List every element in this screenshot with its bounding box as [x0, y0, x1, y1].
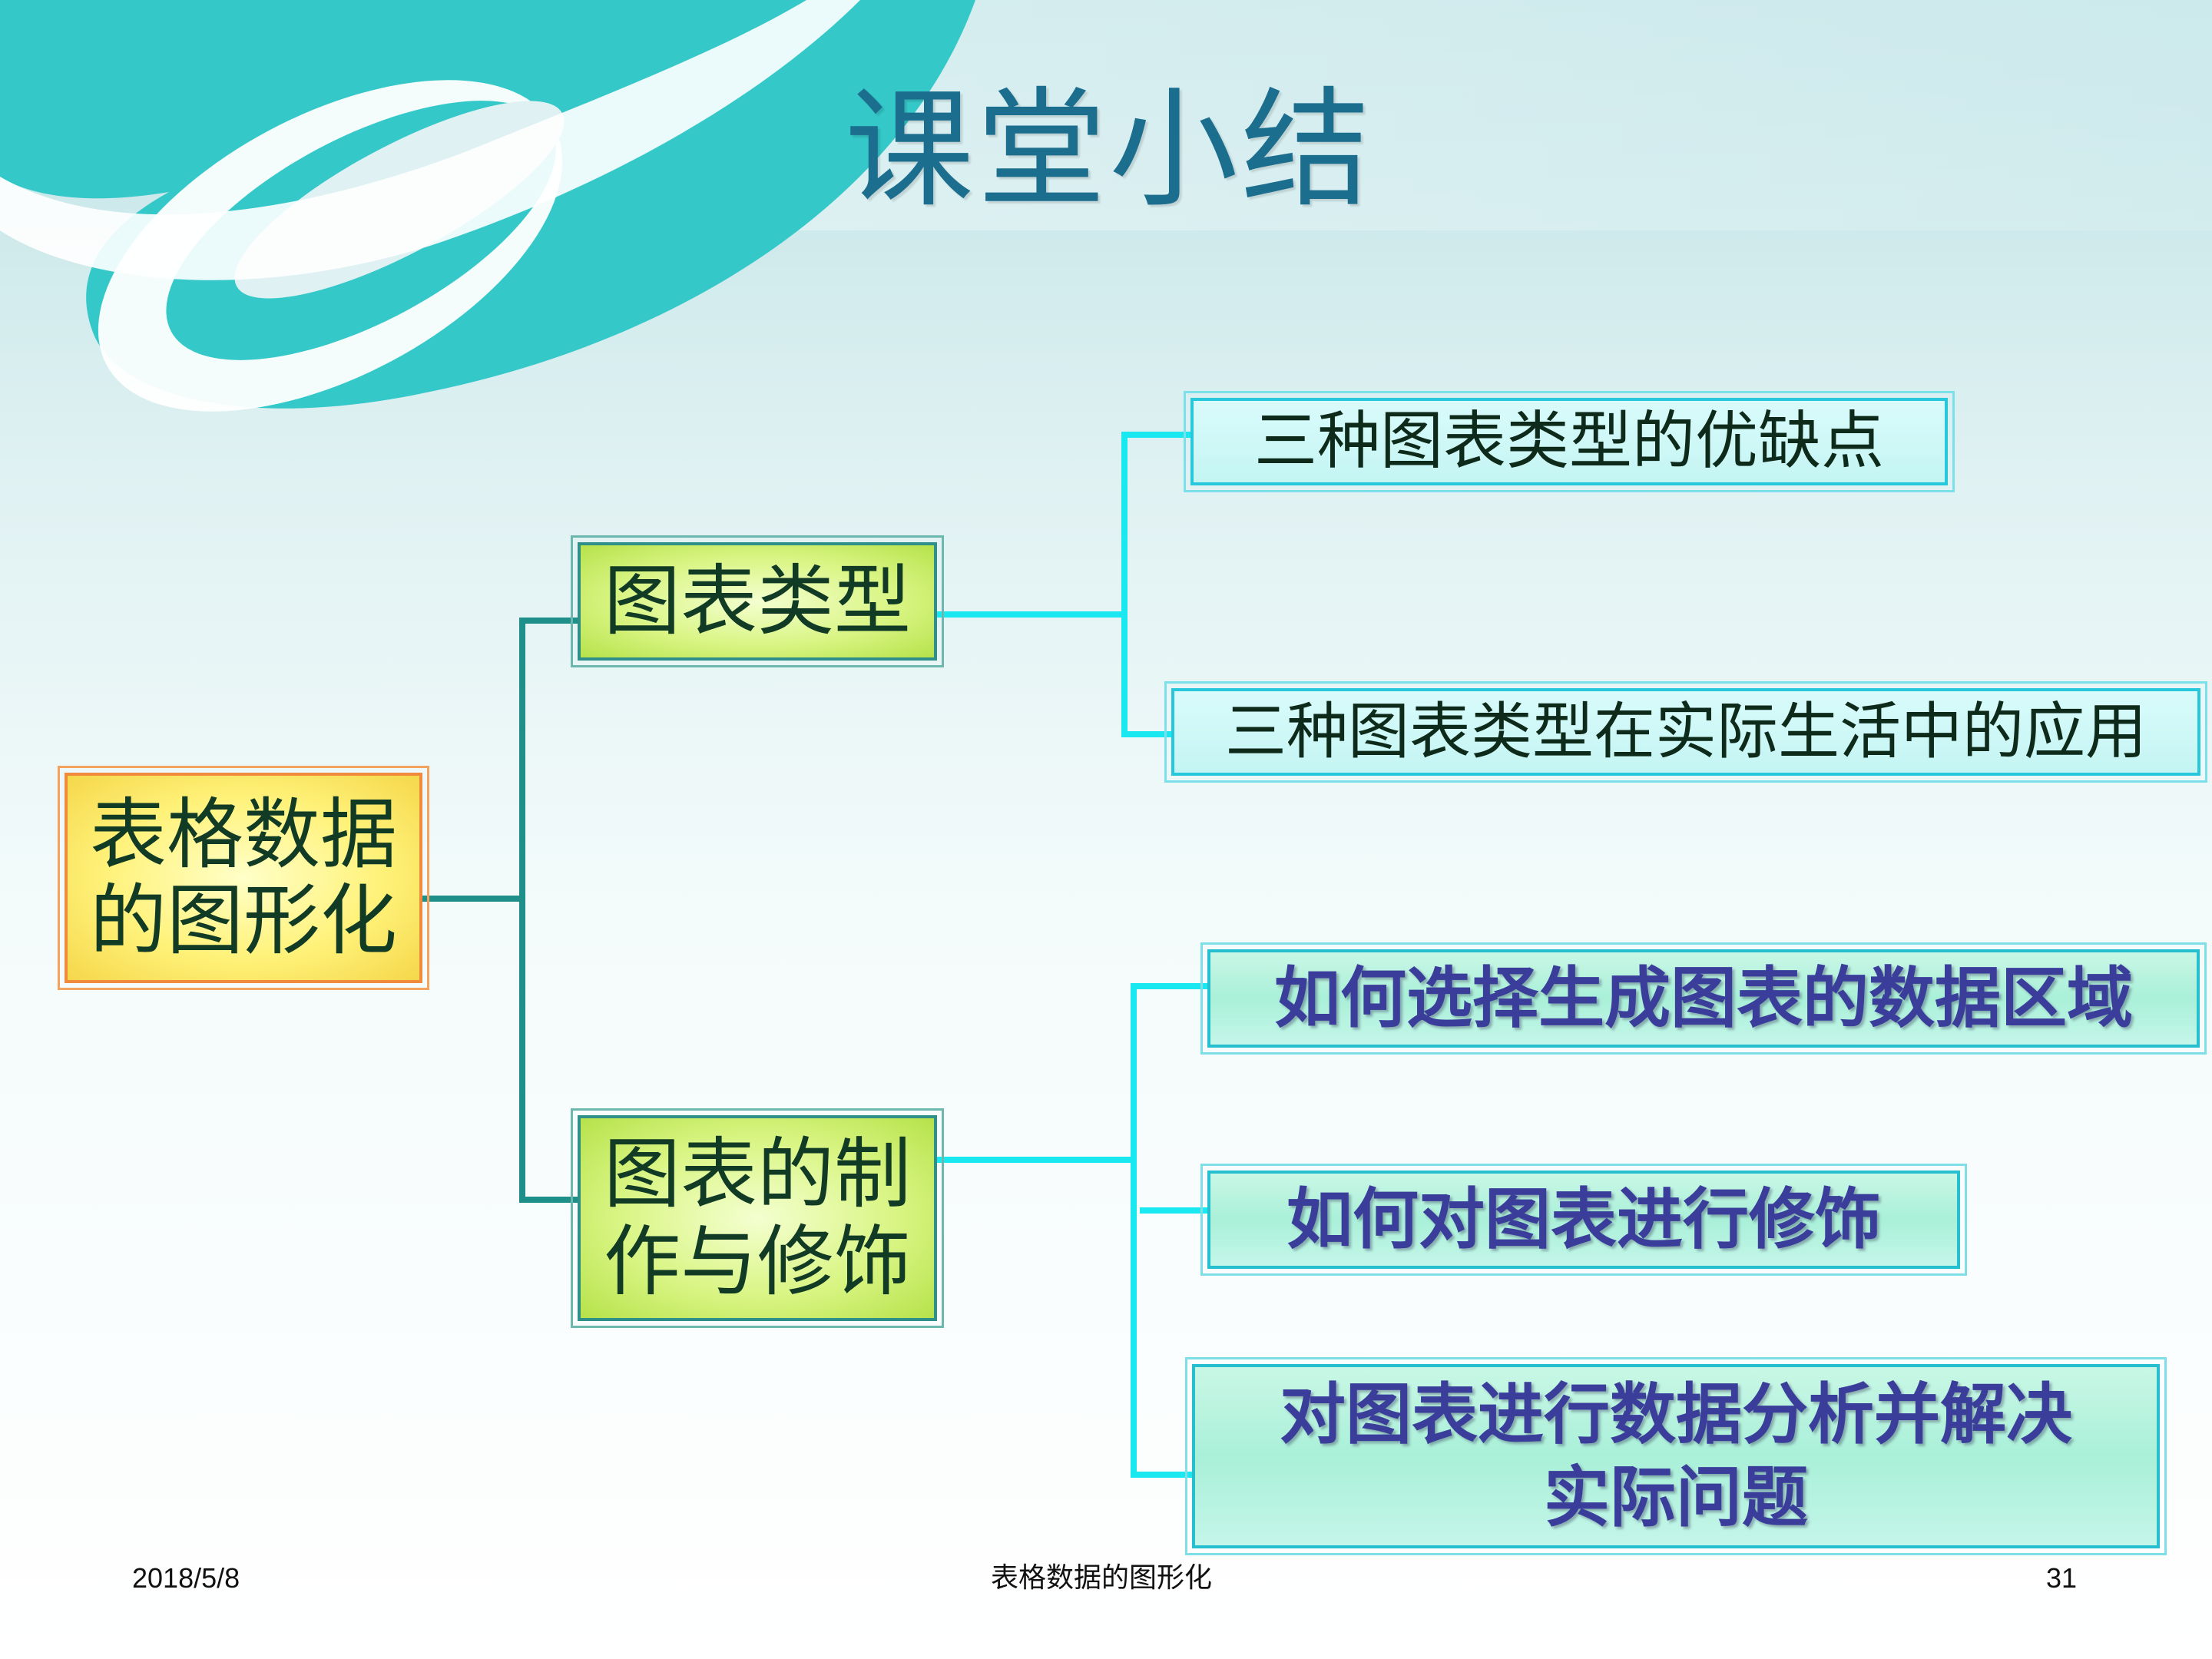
- leaf-node: 对图表进行数据分析并解决 实际问题: [1185, 1357, 2167, 1555]
- slide-title: 课堂小结: [845, 75, 1373, 225]
- branch-node-chart-types: 图表类型: [571, 535, 944, 667]
- footer-page-number: 31: [2046, 1562, 2078, 1594]
- branch-node-chart-making: 图表的制 作与修饰: [571, 1108, 944, 1328]
- footer-title: 表格数据的图形化: [991, 1562, 1213, 1594]
- leaf-node: 三种图表类型的优缺点: [1184, 391, 1955, 492]
- branch-node-label: 图表的制 作与修饰: [604, 1129, 911, 1306]
- leaf-node-label: 三种图表类型在实际生活中的应用: [1225, 696, 2147, 767]
- leaf-node: 如何对图表进行修饰: [1200, 1164, 1967, 1276]
- root-node: 表格数据 的图形化: [58, 766, 429, 990]
- leaf-node-label: 对图表进行数据分析并解决 实际问题: [1280, 1376, 2072, 1536]
- leaf-node-label: 如何对图表进行修饰: [1286, 1181, 1881, 1258]
- root-node-label: 表格数据 的图形化: [90, 790, 397, 965]
- leaf-node-label: 如何选择生成图表的数据区域: [1274, 959, 2133, 1037]
- leaf-node-label: 三种图表类型的优缺点: [1253, 405, 1884, 478]
- leaf-node: 如何选择生成图表的数据区域: [1200, 942, 2207, 1055]
- leaf-node: 三种图表类型在实际生活中的应用: [1164, 681, 2207, 783]
- branch-node-label: 图表类型: [604, 556, 911, 646]
- footer-date: 2018/5/8: [132, 1562, 240, 1594]
